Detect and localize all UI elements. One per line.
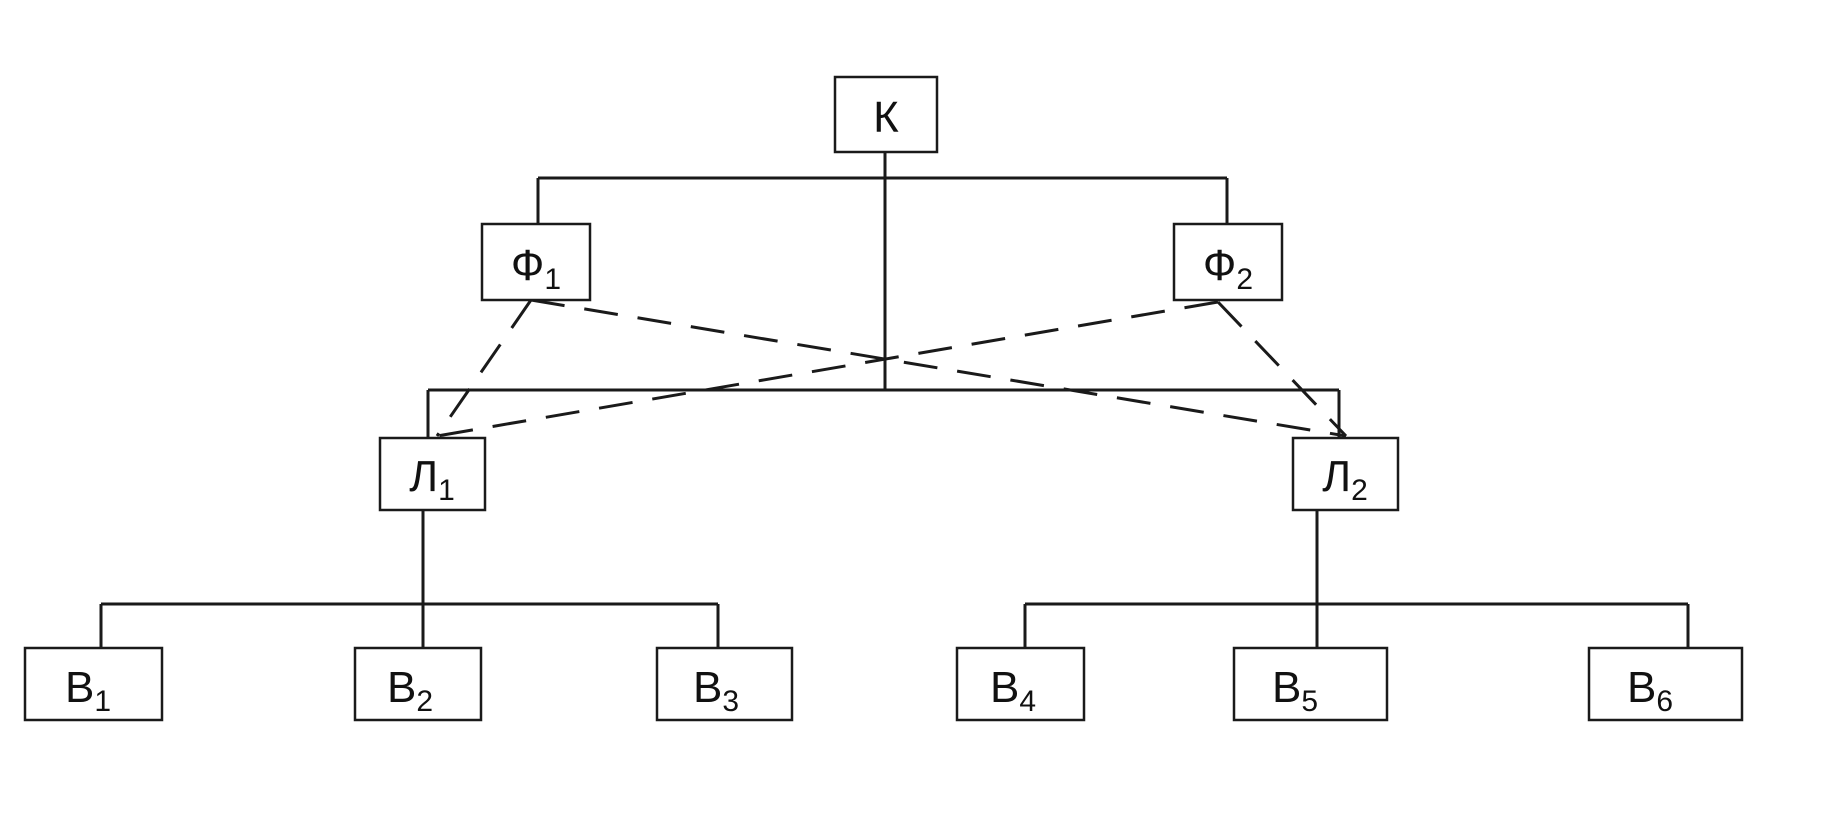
- dashed-f2-l2: [1216, 300, 1348, 438]
- solid-connectors: [99, 152, 1690, 648]
- node-label: К: [873, 93, 899, 142]
- node-box: [655, 646, 794, 722]
- node-label: В2: [387, 663, 433, 718]
- node-v4: В4: [955, 646, 1086, 722]
- dashed-f1-l2: [530, 298, 1347, 438]
- node-box: [1172, 222, 1284, 302]
- node-v2: В2: [353, 646, 483, 722]
- node-label: В4: [990, 663, 1036, 718]
- node-v6: В6: [1587, 646, 1744, 722]
- node-box: [378, 436, 487, 512]
- node-box: [480, 222, 592, 302]
- node-v1: В1: [23, 646, 164, 722]
- node-label: В3: [693, 663, 739, 718]
- node-k: К: [833, 75, 939, 154]
- node-v3: В3: [655, 646, 794, 722]
- node-l2: Л2: [1291, 436, 1400, 512]
- node-box: [1291, 436, 1400, 512]
- node-f1: Ф1: [480, 222, 592, 302]
- node-label: В1: [65, 663, 111, 718]
- node-box: [955, 646, 1086, 722]
- node-f2: Ф2: [1172, 222, 1284, 302]
- node-label: В5: [1272, 663, 1318, 718]
- node-box: [1587, 646, 1744, 722]
- node-label: Л2: [1322, 452, 1368, 507]
- dashed-connectors: [435, 298, 1348, 438]
- node-label: Л1: [409, 452, 455, 507]
- dashed-f1-l1: [435, 299, 533, 437]
- node-l1: Л1: [378, 436, 487, 512]
- node-label: Ф1: [511, 241, 561, 296]
- node-label: В6: [1627, 663, 1673, 718]
- node-box: [23, 646, 164, 722]
- node-box: [1232, 646, 1389, 722]
- node-box: [353, 646, 483, 722]
- node-label: Ф2: [1203, 241, 1253, 296]
- dashed-f2-l1: [436, 300, 1219, 438]
- node-v5: В5: [1232, 646, 1389, 722]
- node-box: [833, 75, 939, 154]
